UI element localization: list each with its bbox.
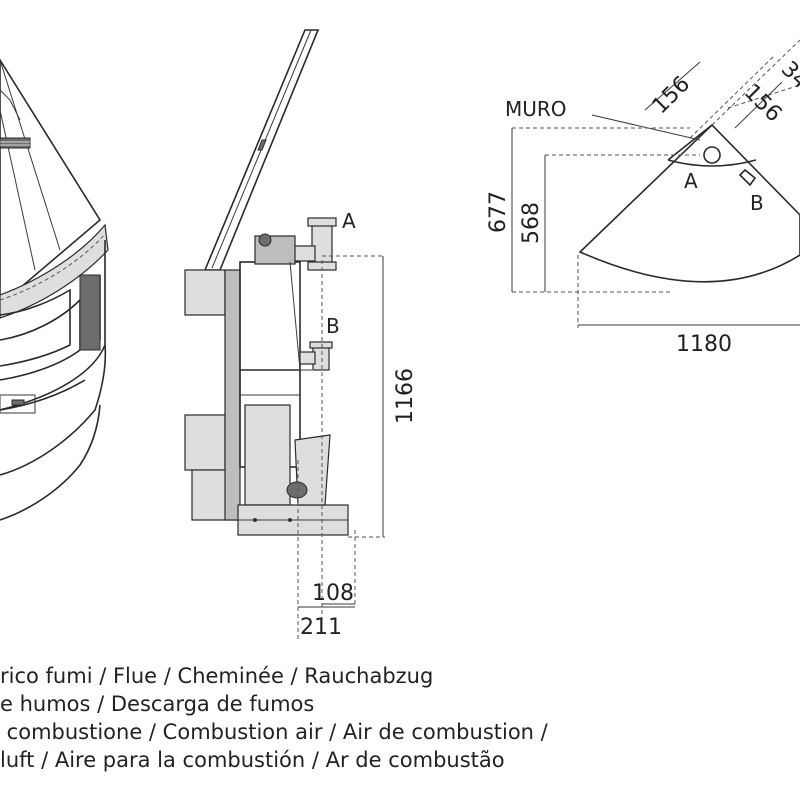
side-lower-box bbox=[184, 414, 226, 471]
pipe-a bbox=[254, 217, 337, 271]
plan-b-mark bbox=[738, 168, 757, 187]
plan-label-b: B bbox=[750, 191, 764, 215]
legend-line-2: e humos / Descarga de fumos bbox=[0, 692, 314, 716]
dim-plan-offset-1: 156 bbox=[648, 72, 695, 119]
side-upper-box bbox=[184, 269, 226, 316]
side-view: 1166 108 211 A B bbox=[184, 29, 418, 640]
front-grille bbox=[0, 137, 31, 149]
label-b: B bbox=[326, 314, 340, 338]
label-a: A bbox=[342, 209, 356, 233]
dim-plan-offset-2: 156 bbox=[739, 80, 786, 127]
legend-line-1: rico fumi / Flue / Cheminée / Rauchabzug bbox=[0, 664, 433, 688]
legend-line-3: combustione / Combustion air / Air de co… bbox=[0, 720, 549, 744]
plan-sector bbox=[578, 123, 800, 283]
dim-plan-depth-inner: 568 bbox=[519, 202, 544, 244]
front-view bbox=[0, 58, 109, 521]
legend-line-4: luft / Aire para la combustión / Ar de c… bbox=[0, 748, 505, 772]
height-dimension bbox=[322, 255, 385, 538]
dim-height-total: 1166 bbox=[393, 368, 418, 424]
dim-offset-large: 211 bbox=[300, 615, 342, 640]
plan-inner-arc bbox=[667, 159, 757, 167]
pipe-b bbox=[299, 341, 333, 371]
plan-label-a: A bbox=[684, 169, 698, 193]
plan-flue-circle bbox=[703, 146, 721, 164]
plan-view: MURO A B 677 568 1180 156 156 34 bbox=[486, 39, 800, 357]
label-wall: MURO bbox=[505, 97, 567, 121]
front-hood bbox=[0, 58, 102, 307]
front-collar bbox=[0, 223, 109, 319]
dim-plan-depth-outer: 677 bbox=[486, 191, 511, 233]
dim-offset-small: 108 bbox=[312, 581, 354, 606]
dim-plan-width: 1180 bbox=[676, 332, 732, 357]
legend: rico fumi / Flue / Cheminée / Rauchabzug… bbox=[0, 664, 549, 772]
